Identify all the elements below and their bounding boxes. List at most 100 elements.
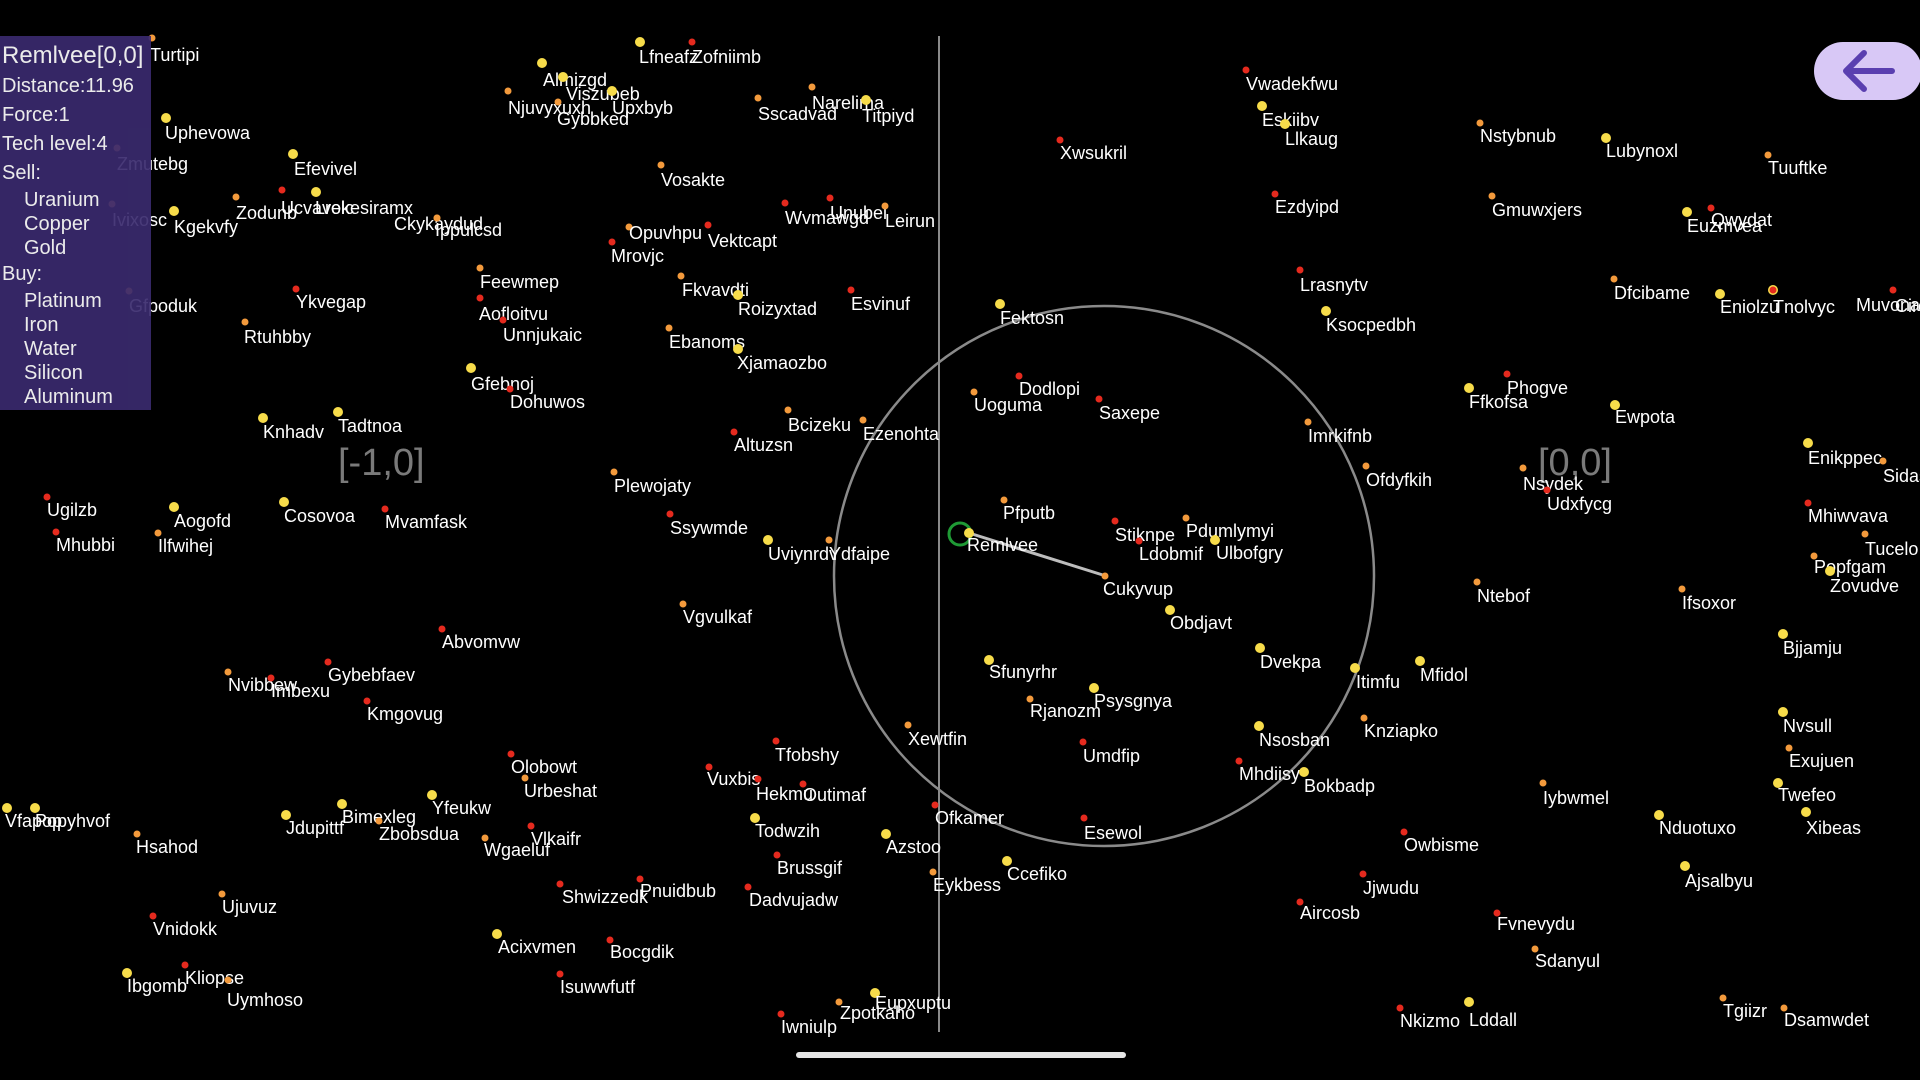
star-label-mvamfask[interactable]: Mvamfask [385,512,468,532]
star-dot-remlvee[interactable] [964,528,974,538]
star-label-xibeas[interactable]: Xibeas [1806,818,1861,838]
star-label-ebanoms[interactable]: Ebanoms [669,332,745,352]
star-dot-kgekvfy[interactable] [169,206,179,216]
star-label-dodlopi[interactable]: Dodlopi [1019,379,1080,399]
star-label-hsahod[interactable]: Hsahod [136,837,198,857]
star-label-shwizzedk[interactable]: Shwizzedk [562,887,649,907]
star-dot-urbeshat[interactable] [521,774,529,782]
star-dot-kliopse[interactable] [181,961,189,969]
star-dot-imbexu[interactable] [267,674,275,682]
star-label-vlkaifr[interactable]: Vlkaifr [531,829,581,849]
star-label-jjwudu[interactable]: Jjwudu [1363,878,1419,898]
star-label-jdupittf[interactable]: Jdupittf [286,818,345,838]
star-label-tgiizr[interactable]: Tgiizr [1723,1001,1767,1021]
star-label-tnolvyc[interactable]: Tnolvyc [1773,297,1835,317]
star-label-bjjamju[interactable]: Bjjamju [1783,638,1842,658]
star-label-uphevowa[interactable]: Uphevowa [165,123,251,143]
star-label-ksocpedbh[interactable]: Ksocpedbh [1326,315,1416,335]
star-dot-mrovjc[interactable] [608,238,616,246]
star-dot-gmuwxjers[interactable] [1488,192,1496,200]
star-label-todwzih[interactable]: Todwzih [755,821,820,841]
star-dot-fvnevydu[interactable] [1493,909,1501,917]
star-label-dsamwdet[interactable]: Dsamwdet [1784,1010,1869,1030]
star-label-psysgnya[interactable]: Psysgnya [1094,691,1173,711]
star-dot-gfebnoj[interactable] [466,363,476,373]
star-label-gmuwxjers[interactable]: Gmuwxjers [1492,200,1582,220]
star-dot-uoguma[interactable] [970,388,978,396]
star-dot-aogofd[interactable] [169,502,179,512]
star-label-ofkamer[interactable]: Ofkamer [935,808,1004,828]
star-label-lrekesiramx[interactable]: Lrekesiramx [315,198,413,218]
star-label-isuwwfutf[interactable]: Isuwwfutf [560,977,636,997]
star-dot-rjanozm[interactable] [1026,695,1034,703]
star-dot-almizgd[interactable] [537,58,547,68]
star-dot-sfunyrhr[interactable] [984,655,994,665]
star-label-ewpota[interactable]: Ewpota [1615,407,1676,427]
star-dot-phogve[interactable] [1503,370,1511,378]
star-label-mrovjc[interactable]: Mrovjc [611,246,664,266]
star-dot-narelima[interactable] [808,83,816,91]
star-label-zpotkaho[interactable]: Zpotkaho [840,1003,915,1023]
star-dot-titpiyd[interactable] [861,95,871,105]
star-dot-sdanyul[interactable] [1531,945,1539,953]
star-label-pnuidbub[interactable]: Pnuidbub [640,881,716,901]
star-label-acixvmen[interactable]: Acixvmen [498,937,576,957]
star-dot-ofkamer[interactable] [931,801,939,809]
star-label-olobowt[interactable]: Olobowt [511,757,577,777]
star-label-abvomvw[interactable]: Abvomvw [442,632,521,652]
star-label-eniolzu[interactable]: Eniolzu [1720,297,1779,317]
star-dot-nsosban[interactable] [1254,721,1264,731]
star-label-pfputb[interactable]: Pfputb [1003,503,1055,523]
star-dot-psysgnya[interactable] [1089,683,1099,693]
star-label-tadtnoa[interactable]: Tadtnoa [338,416,403,436]
star-dot-gybebfaev[interactable] [324,658,332,666]
star-label-roizyxtad[interactable]: Roizyxtad [738,299,817,319]
star-label-nsosban[interactable]: Nsosban [1259,730,1330,750]
star-label-euzmvea[interactable]: Euzmvea [1687,216,1763,236]
star-dot-eskiibv[interactable] [1257,101,1267,111]
star-dot-unnjukaic[interactable] [499,316,507,324]
star-label-enikppec[interactable]: Enikppec [1808,448,1882,468]
star-dot-qwydat[interactable] [1707,204,1715,212]
star-dot-yfeukw[interactable] [427,790,437,800]
star-dot-mfidol[interactable] [1415,656,1425,666]
star-dot-vfapop[interactable] [2,803,12,813]
star-label-titpiyd[interactable]: Titpiyd [862,106,914,126]
star-dot-sscadvad[interactable] [754,94,762,102]
star-label-zbobsdua[interactable]: Zbobsdua [379,824,460,844]
star-label-vuxbis[interactable]: Vuxbis [707,769,760,789]
star-label-tuuftke[interactable]: Tuuftke [1768,158,1827,178]
star-dot-ezdyipd[interactable] [1271,190,1279,198]
star-dot-zbobsdua[interactable] [375,817,383,825]
star-label-urbeshat[interactable]: Urbeshat [524,781,597,801]
star-dot-ntebof[interactable] [1473,578,1481,586]
star-dot-ksocpedbh[interactable] [1321,306,1331,316]
star-label-wgaeluf[interactable]: Wgaeluf [484,840,551,860]
star-dot-acixvmen[interactable] [492,929,502,939]
star-label-ydfaipe[interactable]: Ydfaipe [829,544,890,564]
star-label-circ[interactable]: Circ [1895,296,1920,316]
star-label-ntebof[interactable]: Ntebof [1477,586,1531,606]
star-dot-wvmawgd[interactable] [781,199,789,207]
star-dot-tfobshy[interactable] [772,737,780,745]
star-dot-zovudve[interactable] [1825,566,1835,576]
star-label-ucvavolc[interactable]: Ucvavolc [281,198,354,218]
star-dot-uviynrdv[interactable] [763,535,773,545]
star-dot-bocgdik[interactable] [606,936,614,944]
star-dot-hsahod[interactable] [133,830,141,838]
star-dot-udxfycg[interactable] [1543,486,1551,494]
star-dot-wgaeluf[interactable] [481,834,489,842]
star-dot-outimaf[interactable] [799,780,807,788]
star-dot-ippulcsd[interactable] [433,214,441,222]
star-dot-fektosn[interactable] [995,299,1005,309]
star-dot-uymhoso[interactable] [224,976,232,984]
star-dot-hekmu[interactable] [754,775,762,783]
star-dot-iwniulp[interactable] [777,1010,785,1018]
star-dot-bokbadp[interactable] [1299,767,1309,777]
star-label-eykbess[interactable]: Eykbess [933,875,1001,895]
star-dot-dsamwdet[interactable] [1780,1004,1788,1012]
star-label-ykvegap[interactable]: Ykvegap [296,292,366,312]
star-label-exujuen[interactable]: Exujuen [1789,751,1854,771]
star-dot-viszubeb[interactable] [558,72,568,82]
star-label-sscadvad[interactable]: Sscadvad [758,104,837,124]
